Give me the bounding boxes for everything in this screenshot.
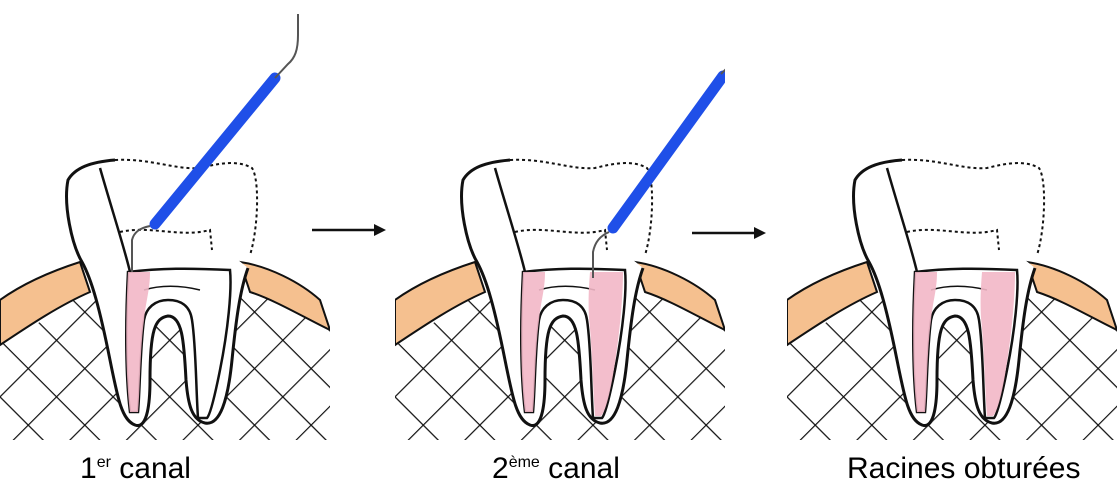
arrow-right-icon (690, 223, 770, 243)
step-2-caption: 2ème canal (492, 452, 620, 486)
step-3-caption: Racines obturées (847, 452, 1080, 486)
arrow-right-icon (310, 220, 390, 240)
step-3-panel: Racines obturées (787, 0, 1117, 492)
tooth-icon (395, 0, 725, 450)
step-2-panel: 2ème canal (395, 0, 725, 492)
step-1-panel: 1er canal (0, 0, 330, 492)
step-1-caption: 1er canal (80, 452, 191, 486)
tooth-icon (0, 0, 330, 450)
tooth-icon (787, 0, 1117, 450)
